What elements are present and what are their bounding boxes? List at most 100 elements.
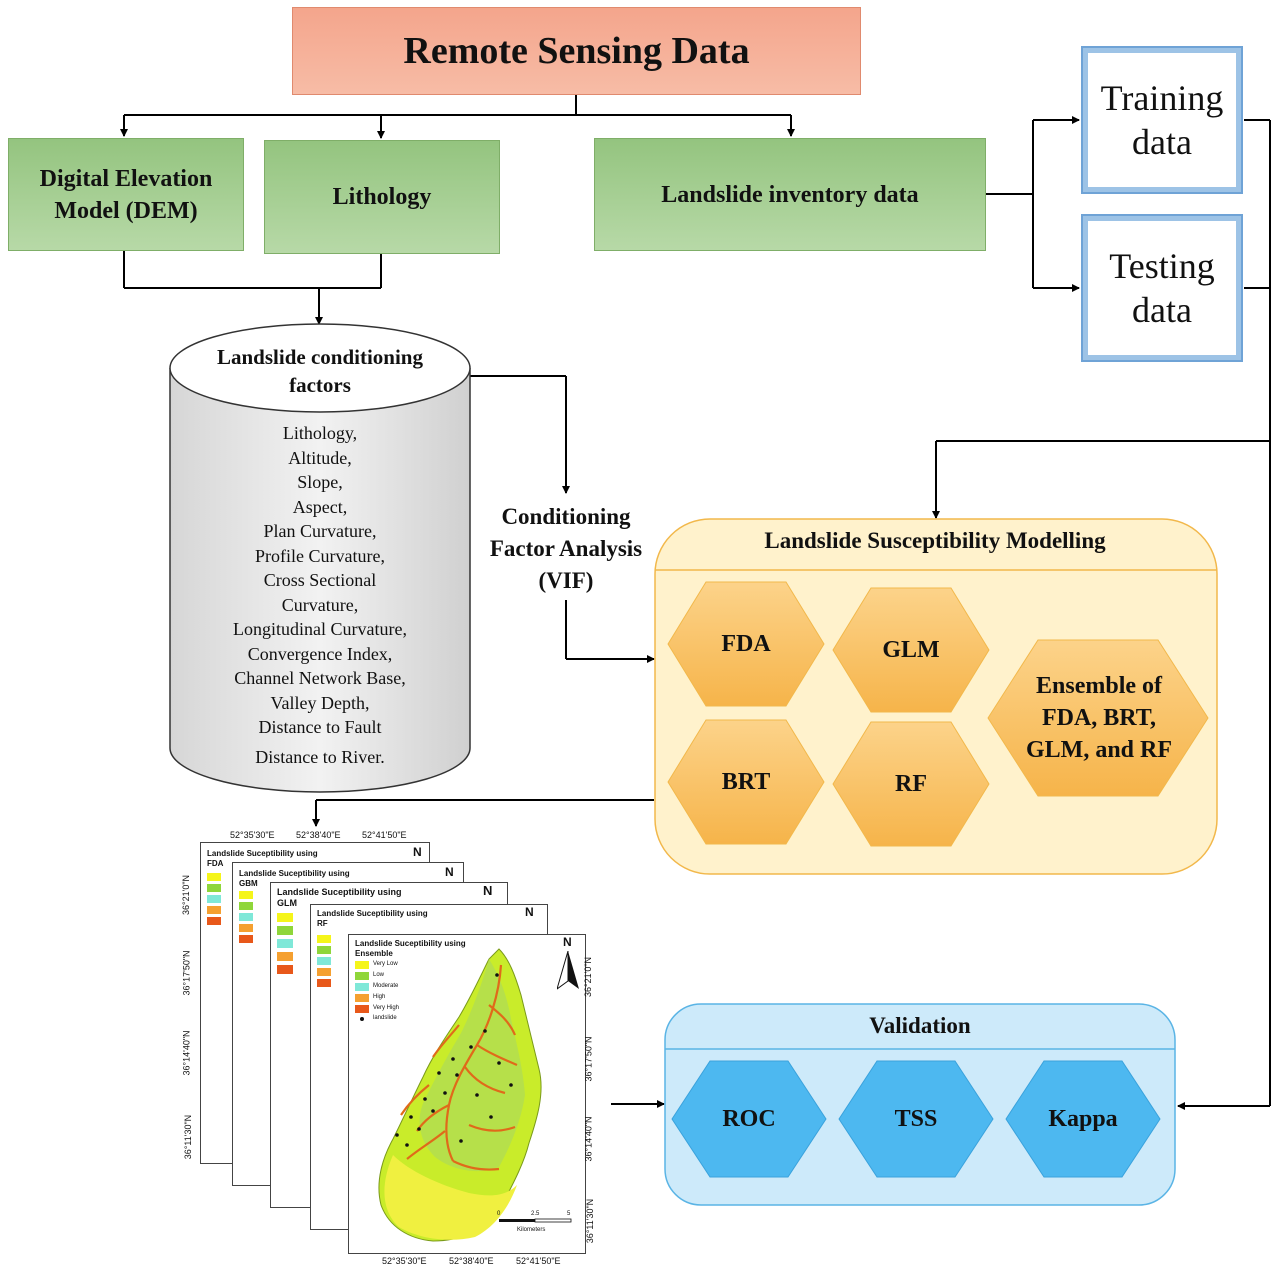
north-label: N [445, 865, 454, 879]
testing-data-label: Testing data [1109, 246, 1215, 330]
map-bottom-tick: 52°38'40"E [449, 1256, 494, 1266]
kappa-label: Kappa [1048, 1105, 1118, 1132]
legend-swatch [355, 994, 369, 1002]
dem-label: Digital Elevation Model (DEM) [39, 165, 213, 224]
factor-item: Profile Curvature, [255, 545, 385, 566]
north-label: N [483, 883, 493, 898]
factor-item: Valley Depth, [270, 692, 370, 713]
kappa-hexagon [1005, 1060, 1161, 1178]
north-label: N [525, 905, 534, 919]
ensemble-hexagon [987, 639, 1209, 797]
factor-item: Aspect, [292, 496, 348, 517]
factor-item: Channel Network Base, [234, 668, 406, 688]
rf-label: RF [895, 770, 927, 797]
north-arrow-icon [557, 951, 579, 990]
map-top-tick: 52°38'40"E [296, 830, 341, 840]
legend-swatch [277, 913, 293, 922]
ensemble-label: Ensemble of FDA, BRT, GLM, and RF [1025, 673, 1172, 763]
legend-point-icon [360, 1017, 364, 1021]
scale-tick: 0 [497, 1211, 501, 1217]
remote-sensing-data-box: Remote Sensing Data [292, 7, 861, 95]
legend-swatch [355, 961, 369, 969]
factor-item: Cross Sectional [263, 570, 377, 590]
legend-swatch [207, 884, 221, 892]
map-bottom-tick: 52°35'30"E [382, 1256, 427, 1266]
glm-label: GLM [882, 636, 940, 663]
legend-swatch [317, 935, 331, 943]
vif-label: Conditioning Factor Analysis (VIF) [489, 504, 643, 593]
legend-swatch [207, 873, 221, 881]
conditioning-factors-title: Landslide conditioning factors [217, 345, 423, 397]
landslide-inventory-label: Landslide inventory data [661, 181, 919, 208]
legend-label: High [373, 994, 386, 1000]
map-right-tick: 36°21'0"N [583, 956, 594, 998]
lithology-label: Lithology [332, 184, 432, 210]
factor-item: Plan Curvature, [263, 521, 377, 541]
map-top-tick: 52°41'50"E [362, 830, 407, 840]
susceptibility-map [378, 948, 572, 1242]
glm-hexagon [832, 587, 990, 713]
factor-item: Slope, [297, 472, 343, 492]
dem-box: Digital Elevation Model (DEM) [8, 138, 244, 251]
roc-label: ROC [722, 1105, 776, 1132]
conditioning-factors-list: Lithology, Altitude, Slope, Aspect, Plan… [188, 421, 452, 769]
validation-title: Validation [869, 1013, 971, 1038]
legend-swatch [317, 957, 331, 965]
rf-hexagon [832, 721, 990, 847]
legend-label: Moderate [373, 983, 399, 989]
legend-swatch [317, 968, 331, 976]
legend-label: Very High [373, 1005, 400, 1011]
legend-swatch [277, 926, 293, 935]
map-stack: 52°35'30"E 52°38'40"E 52°41'50"E Landsli… [181, 826, 606, 1270]
legend-label: Low [373, 972, 385, 978]
north-label: N [563, 935, 572, 949]
map-right-tick: 36°14'40"N [583, 1116, 594, 1162]
fda-label: FDA [721, 630, 771, 657]
map-left-tick: 36°14'40"N [181, 1030, 192, 1076]
brt-hexagon [667, 719, 825, 845]
testing-data-box: Testing data [1081, 214, 1243, 362]
validation-panel [664, 1003, 1176, 1206]
training-data-box: Training data [1081, 46, 1243, 194]
legend-swatch [239, 891, 253, 899]
map-bottom-tick: 52°41'50"E [516, 1256, 561, 1266]
legend-swatch [239, 913, 253, 921]
conditioning-factors-cylinder [169, 323, 471, 793]
north-label: N [413, 845, 422, 859]
map-left-tick: 36°17'50"N [181, 950, 192, 996]
factor-item: Longitudinal Curvature, [233, 619, 407, 639]
modelling-hexagons [667, 581, 1209, 847]
factor-item: Convergence Index, [247, 643, 393, 664]
legend-swatch [207, 906, 221, 914]
legend-swatch [355, 983, 369, 991]
map-right-tick: 36°17'50"N [583, 1036, 594, 1082]
scale-tick: 2.5 [531, 1211, 540, 1217]
tss-hexagon [838, 1060, 994, 1178]
brt-label: BRT [721, 768, 771, 795]
roc-hexagon [671, 1060, 827, 1178]
landslide-inventory-box: Landslide inventory data [594, 138, 986, 251]
legend-swatch [277, 939, 293, 948]
map-left-tick: 36°21'0"N [181, 874, 192, 916]
legend-swatch [277, 965, 293, 974]
legend-swatch [239, 924, 253, 932]
factor-item: Altitude, [288, 447, 352, 468]
legend-swatch [317, 979, 331, 987]
legend-swatch [239, 902, 253, 910]
factor-item: Curvature, [281, 594, 359, 615]
tss-label: TSS [894, 1105, 938, 1132]
training-data-label: Training data [1100, 78, 1224, 162]
legend-swatch [207, 917, 221, 925]
factor-item: Distance to River. [255, 746, 385, 767]
legend-swatch [355, 1005, 369, 1013]
scale-unit: Kilometers [517, 1227, 546, 1233]
fda-hexagon [667, 581, 825, 707]
modelling-title: Landslide Susceptibility Modelling [764, 528, 1106, 553]
